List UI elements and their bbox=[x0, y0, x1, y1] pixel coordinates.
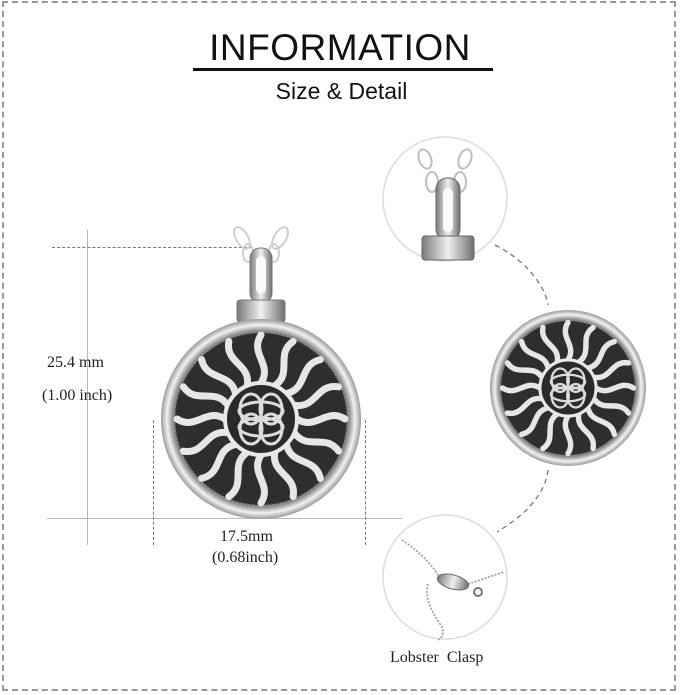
width-inch-label: (0.68inch) bbox=[212, 549, 279, 566]
page-subtitle: Size & Detail bbox=[275, 78, 408, 104]
lobster-clasp-label: Lobster Clasp bbox=[390, 649, 484, 666]
width-guide-right-dashed bbox=[365, 420, 366, 545]
clasp-closeup-circle bbox=[382, 514, 508, 641]
height-guide-top-dashed bbox=[52, 247, 252, 248]
pendant-front-image bbox=[488, 308, 648, 468]
page-title: INFORMATION bbox=[209, 27, 471, 68]
bail-closeup-circle bbox=[382, 136, 508, 262]
width-guide-horizontal bbox=[47, 518, 402, 519]
height-inch-label: (1.00 inch) bbox=[42, 387, 113, 404]
width-guide-left-dashed bbox=[153, 420, 154, 545]
height-guide-vertical bbox=[87, 230, 88, 545]
title-underline bbox=[193, 68, 493, 71]
width-mm-label: 17.5mm bbox=[220, 528, 273, 545]
height-mm-label: 25.4 mm bbox=[47, 354, 104, 371]
pendant-main bbox=[140, 226, 380, 520]
